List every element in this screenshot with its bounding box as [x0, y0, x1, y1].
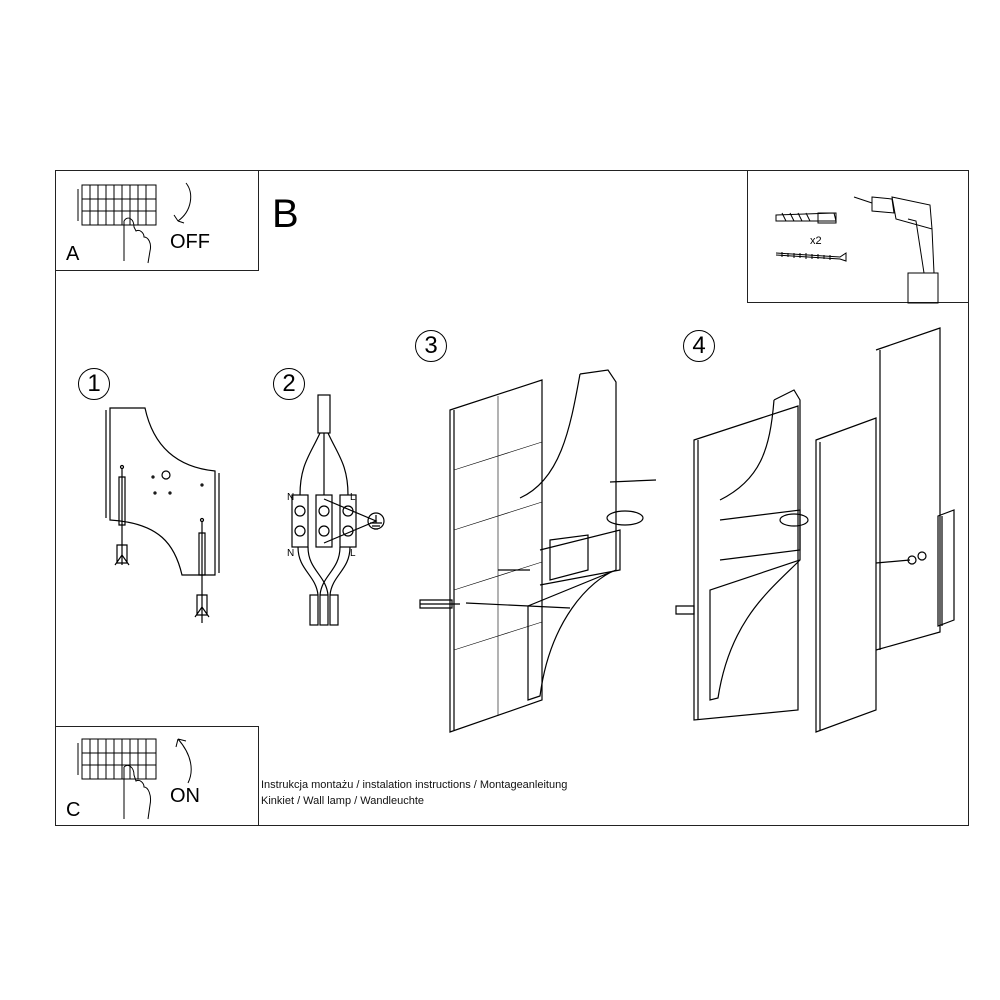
wall-plug-icon: [775, 212, 837, 224]
drill-icon: [853, 196, 939, 304]
step-4-number: 4: [683, 330, 715, 362]
panel-c-action-label: ON: [170, 785, 200, 807]
panel-a-letter: A: [66, 243, 80, 265]
breaker-panel-icon: [77, 182, 192, 264]
step-2-number: 2: [273, 368, 305, 400]
panel-a-switch-off: A OFF: [55, 170, 259, 271]
caption-instructions: Instrukcja montażu / instalation instruc…: [261, 779, 568, 791]
panel-c-letter: C: [66, 799, 81, 821]
wire-label-l-top: L: [350, 492, 356, 503]
step-3-number: 3: [415, 330, 447, 362]
wire-label-l-bottom: L: [350, 548, 356, 559]
step-1-mounting-plate-drawing: [105, 407, 220, 623]
instruction-sheet-frame: [55, 170, 969, 826]
panel-b-letter: B: [272, 192, 299, 236]
step-1-number: 1: [78, 368, 110, 400]
wire-label-n-bottom: N: [287, 548, 295, 559]
quantity-label: x2: [810, 235, 822, 247]
caption-product: Kinkiet / Wall lamp / Wandleuchte: [261, 795, 425, 807]
breaker-panel-icon: [77, 738, 192, 820]
step-3-wall-mount-drawing: [419, 369, 657, 733]
panel-tools: x2: [747, 170, 969, 304]
step-2-wiring-diagram: [291, 394, 385, 626]
screw-icon: [775, 252, 847, 262]
panel-a-action-label: OFF: [170, 231, 210, 253]
wire-label-n-top: N: [287, 492, 295, 503]
panel-c-switch-on: C ON: [55, 726, 259, 826]
step-4-cover-assembly-drawing: [675, 327, 955, 733]
